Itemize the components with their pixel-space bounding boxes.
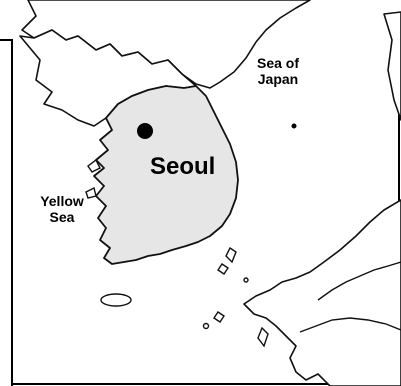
japan-inner-coast xyxy=(317,261,401,301)
island-west-1 xyxy=(87,158,101,173)
japan-kyushu-honshu xyxy=(243,199,401,386)
tsushima-island-1 xyxy=(225,246,237,264)
seoul-label: Seoul xyxy=(150,153,215,180)
jeju-island xyxy=(100,293,132,307)
island-west-2 xyxy=(85,186,97,199)
sea-of-japan-label-line2: Japan xyxy=(258,71,298,87)
islet-1 xyxy=(243,277,249,283)
islet-3 xyxy=(202,322,210,330)
sea-of-japan-label-line1: Sea of xyxy=(257,55,299,71)
south-korea xyxy=(93,85,239,265)
seoul-marker-icon xyxy=(137,123,153,139)
japan-inner-coast-2 xyxy=(299,317,401,333)
ulleungdo-dot xyxy=(291,123,297,129)
islet-2 xyxy=(213,311,225,323)
yellow-sea-label-line1: Yellow xyxy=(40,193,84,209)
tsushima-island-2 xyxy=(217,263,229,275)
yellow-sea-label-line2: Sea xyxy=(50,209,75,225)
islet-4 xyxy=(257,326,269,348)
japan-honshu-edge xyxy=(383,11,401,121)
